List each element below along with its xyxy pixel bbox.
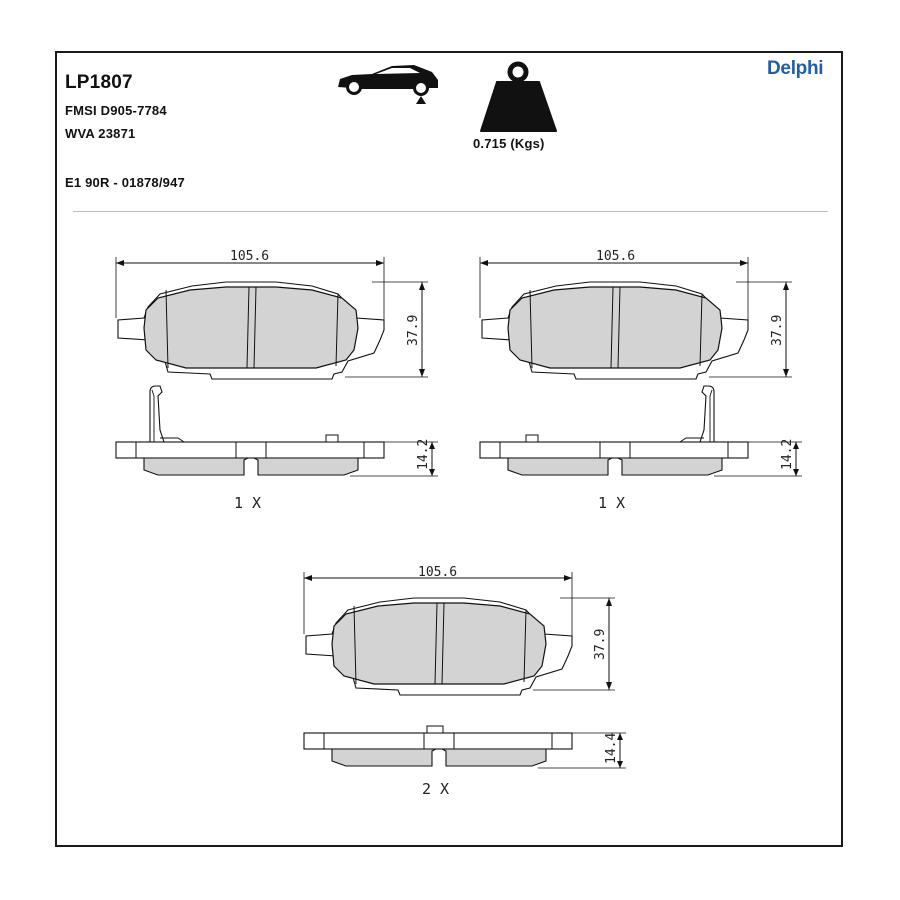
pad-drawing-bottom: 105.6 37.9 14.4 2 X — [303, 565, 626, 798]
wva-number: WVA 23871 — [65, 126, 136, 141]
fmsi-number: FMSI D905-7784 — [65, 103, 167, 118]
thickness-dimension: 14.2 — [416, 439, 431, 470]
approval-number: E1 90R - 01878/947 — [65, 175, 185, 190]
thickness-dimension: 14.4 — [604, 733, 619, 764]
width-dimension: 105.6 — [418, 565, 457, 580]
thickness-dimension: 14.2 — [780, 439, 795, 470]
part-number: LP1807 — [65, 72, 133, 93]
header-separator — [73, 211, 828, 212]
brand-logo: Delphi — [767, 58, 824, 79]
pad-drawing-top-right: 105.6 37.9 14.2 1 X — [479, 249, 802, 512]
weight-label: 0.715 (Kgs) — [473, 136, 545, 151]
width-dimension: 105.6 — [596, 249, 635, 264]
height-dimension: 37.9 — [406, 315, 421, 346]
quantity-label: 1 X — [598, 494, 625, 512]
quantity-label: 1 X — [234, 494, 261, 512]
pad-drawing-top-left: 105.6 37.9 14.2 1 X — [115, 249, 438, 512]
height-dimension: 37.9 — [770, 315, 785, 346]
width-dimension: 105.6 — [230, 249, 269, 264]
height-dimension: 37.9 — [593, 629, 608, 660]
quantity-label: 2 X — [422, 780, 449, 798]
